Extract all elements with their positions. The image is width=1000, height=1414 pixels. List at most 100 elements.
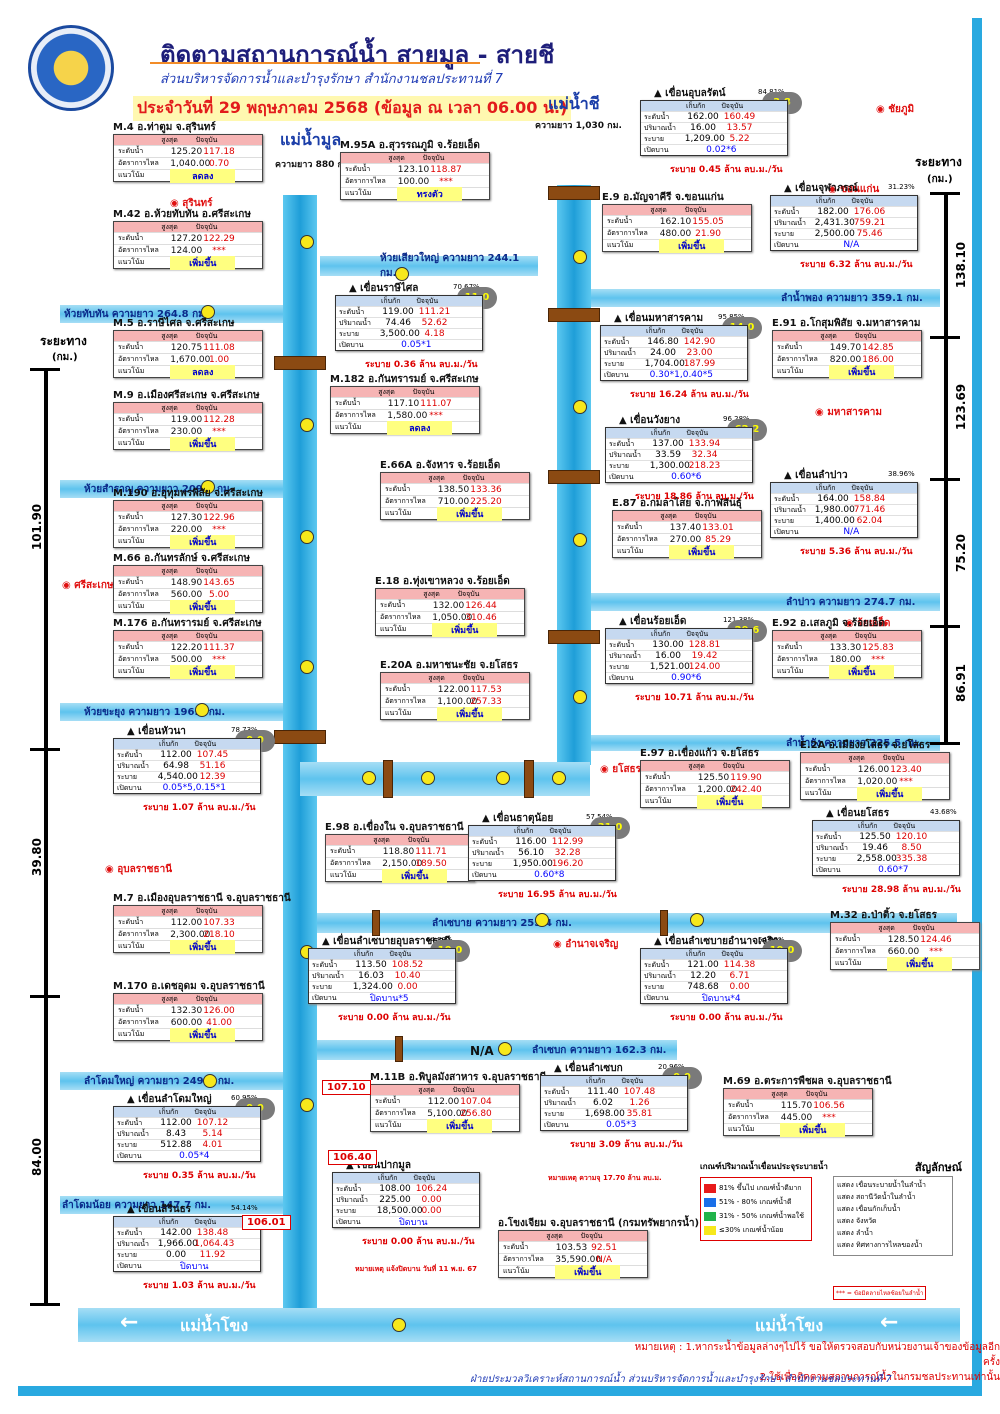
station-marker[interactable] xyxy=(300,660,314,674)
flow-now: 0.70 xyxy=(209,158,230,169)
station-marker[interactable] xyxy=(496,771,510,785)
tributary-lam-nam-yang: ลำน้ำยัง ความยาว 225.5 กม. xyxy=(591,735,940,751)
dam-level-now: 114.38 xyxy=(723,960,756,970)
row-label: ระดับน้ำ xyxy=(118,643,144,651)
tributary-lam-nam-phong: ลำน้ำพอง ความยาว 359.1 กม. xyxy=(591,289,940,307)
station-name: M.170 อ.เดชอุดม จ.อุบลราชธานี xyxy=(113,981,265,992)
station-marker[interactable] xyxy=(201,305,215,319)
level-max: 133.30 xyxy=(829,642,862,653)
dam-open-row: เปิดบานปิดบาน*5 xyxy=(309,992,455,1004)
legend-item: แสดง ลำน้ำ xyxy=(837,1229,873,1237)
flow-max: 230.00 xyxy=(170,426,203,437)
level-max: 128.50 xyxy=(887,934,920,945)
dam-header: เก็บกักปัจจุบัน xyxy=(813,821,959,831)
row-label: อัตราการไหล xyxy=(118,159,159,167)
station-marker[interactable] xyxy=(392,1318,406,1332)
station-marker[interactable] xyxy=(300,1098,314,1112)
station-marker[interactable] xyxy=(498,1042,512,1056)
col-now: ปัจจุบัน xyxy=(452,1085,475,1094)
row-label: อัตราการไหล xyxy=(503,1255,544,1263)
station-name: อ.โขงเจียม จ.อุบลราชธานี (กรมทรัพยากรน้ำ… xyxy=(498,1218,700,1229)
station-marker[interactable] xyxy=(300,530,314,544)
dam-level-now: 120.10 xyxy=(895,832,928,842)
row-label: แนวโน้ม xyxy=(118,258,145,266)
trend-row: แนวโน้มเพิ่มขึ้น xyxy=(773,664,921,679)
dam-release: 748.68 xyxy=(687,982,719,992)
col-max: สูงสุด xyxy=(161,994,178,1003)
station-marker[interactable] xyxy=(573,250,587,264)
dam-volume: 12.20 xyxy=(690,971,716,981)
station-marker[interactable] xyxy=(573,533,587,547)
station-name: M.182 อ.กันทรารมย์ จ.ศรีสะเกษ xyxy=(330,374,479,385)
station-marker[interactable] xyxy=(300,418,314,432)
card-header: สูงสุดปัจจุบัน xyxy=(381,473,529,483)
station-marker[interactable] xyxy=(573,400,587,414)
dam-drain: ระบาย 0.00 ล้าน ลบ.ม./วัน xyxy=(362,1237,475,1247)
row-label: อัตราการไหล xyxy=(645,785,686,793)
station-marker[interactable] xyxy=(552,771,566,785)
station-marker[interactable] xyxy=(573,690,587,704)
station-marker[interactable] xyxy=(362,771,376,785)
dam-release: 0.00 xyxy=(166,1250,187,1260)
legend-item: แสดง เขื่อนกักเก็บน้ำ xyxy=(837,1205,901,1213)
station-marker[interactable] xyxy=(195,703,209,717)
station-marker[interactable] xyxy=(421,771,435,785)
station-marker[interactable] xyxy=(535,913,549,927)
col-max: สูงสุด xyxy=(660,511,677,520)
station-marker[interactable] xyxy=(395,267,409,281)
row-label: ระบาย xyxy=(312,982,332,991)
station-marker[interactable] xyxy=(690,913,704,927)
station-marker[interactable] xyxy=(300,235,314,249)
col-capacity: เก็บกัก xyxy=(815,196,836,205)
row-label: เปิดบาน xyxy=(816,865,841,874)
station-marker[interactable] xyxy=(201,480,215,494)
station-marker[interactable] xyxy=(203,1074,217,1088)
dam-volume-now: 32.28 xyxy=(554,848,581,858)
